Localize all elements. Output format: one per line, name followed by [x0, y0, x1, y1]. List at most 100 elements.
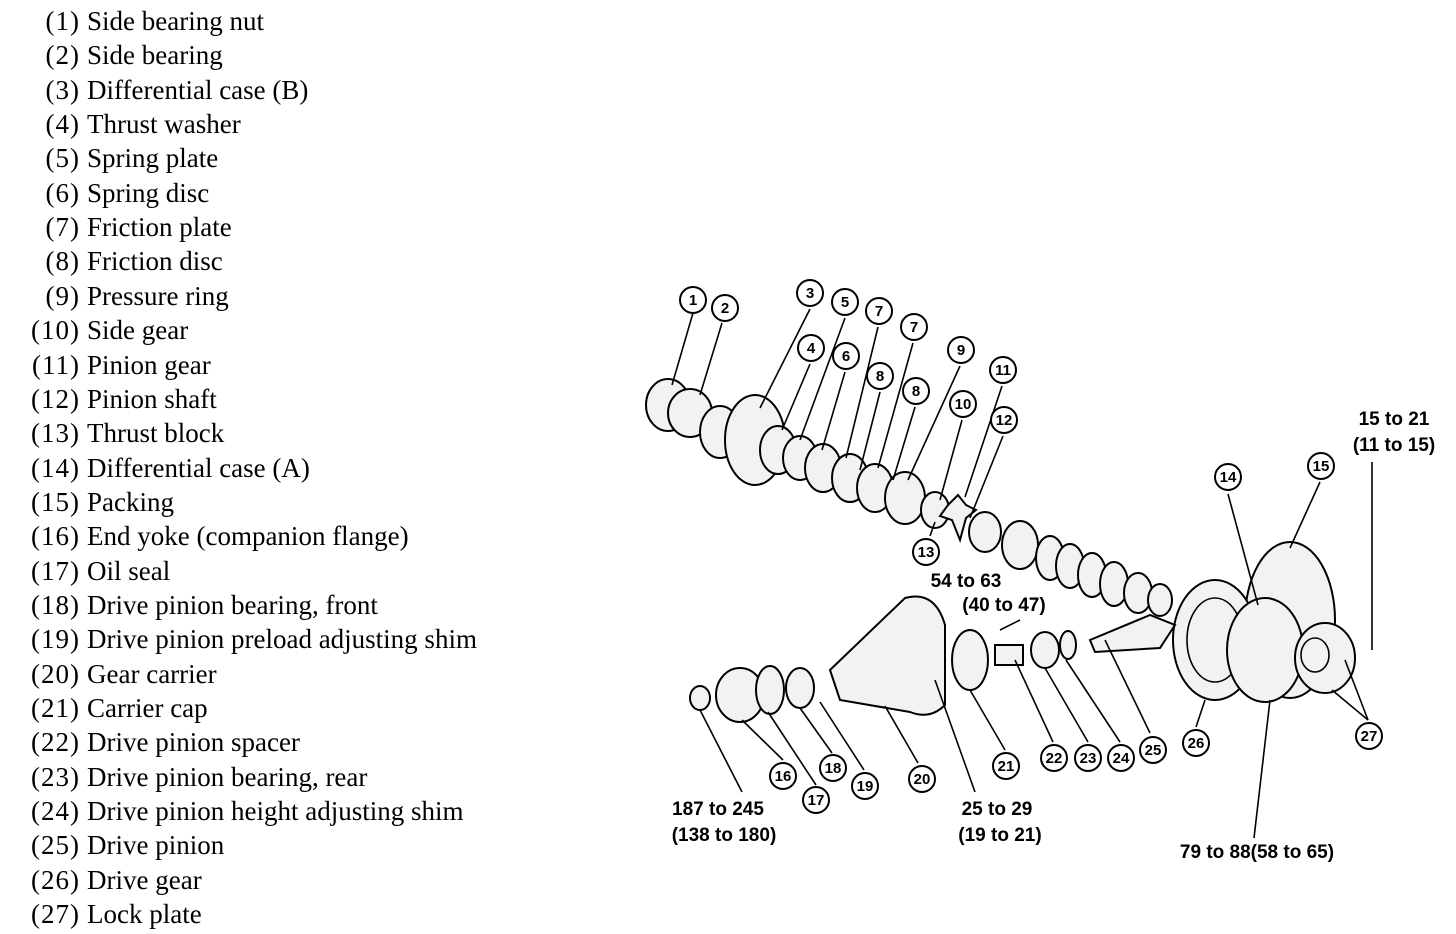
part-number: (14): [31, 452, 80, 483]
torque-pinion-nut-ftlb: (138 to 180): [672, 825, 777, 846]
callout-8a: 8: [866, 362, 894, 390]
svg-text:7: 7: [875, 303, 883, 320]
svg-text:27: 27: [1361, 728, 1378, 745]
part-name: Side gear: [87, 315, 189, 346]
callout-9: 9: [947, 336, 975, 364]
svg-text:7: 7: [910, 319, 918, 336]
svg-text:14: 14: [1220, 469, 1237, 486]
part-number: (7): [45, 212, 80, 243]
front-bearing-shape: [785, 667, 815, 709]
part-number: (5): [45, 143, 80, 174]
torque-cap-nm: 25 to 29: [962, 799, 1033, 820]
rear-bearing-shape: [1030, 631, 1060, 669]
part-name: Packing: [87, 486, 174, 517]
shim-shape: [1059, 630, 1077, 660]
callout-24: 24: [1107, 744, 1135, 772]
svg-text:5: 5: [841, 294, 849, 311]
svg-text:15: 15: [1313, 458, 1330, 475]
gear-carrier-shape: [828, 595, 946, 716]
callout-21: 21: [992, 752, 1020, 780]
callout-16: 16: [769, 762, 797, 790]
part-number: (12): [31, 383, 80, 414]
callout-7a: 7: [865, 297, 893, 325]
part-name: Pressure ring: [87, 280, 229, 311]
callout-markers: 1 2 3 4 5 6 7 7 8 8 9 10 11 12 13 14 15 …: [679, 279, 1383, 814]
part-name: Side bearing: [87, 40, 223, 71]
svg-text:9: 9: [957, 342, 965, 359]
pressure-ring-shape: [884, 471, 926, 525]
part-name: Thrust block: [87, 418, 225, 449]
torque-lockplate-ftlb: (11 to 15): [1353, 435, 1435, 456]
torque-specs: 15 to 21 (11 to 15) 54 to 63 (40 to 47) …: [672, 409, 1435, 863]
part-name: Drive pinion preload adjusting shim: [87, 624, 477, 655]
part-number: (22): [31, 727, 80, 758]
part-name: Side bearing nut: [87, 6, 264, 36]
svg-text:11: 11: [995, 362, 1011, 379]
part-name: Oil seal: [87, 555, 171, 586]
torque-caseb-nm: 54 to 63: [931, 571, 1002, 592]
part-number: (9): [45, 280, 80, 311]
part-number: (19): [31, 624, 80, 655]
torque-pinion-nut-nm: 187 to 245: [672, 799, 764, 820]
part-name: Drive pinion spacer: [87, 727, 300, 758]
part-name: Thrust washer: [87, 109, 241, 140]
callout-17: 17: [802, 786, 830, 814]
part-name: Drive gear: [87, 864, 202, 895]
part-number: (8): [45, 246, 80, 277]
part-number: (25): [31, 830, 80, 861]
part-name: Carrier cap: [87, 693, 208, 723]
part-number: (10): [31, 315, 80, 346]
callout-20: 20: [908, 765, 936, 793]
svg-text:2: 2: [721, 300, 729, 317]
part-name: Pinion gear: [87, 349, 211, 380]
part-number: (26): [31, 864, 80, 895]
part-number: (15): [31, 486, 80, 517]
callout-10: 10: [949, 390, 977, 418]
part-number: (24): [31, 796, 80, 827]
spacer-shape: [994, 644, 1024, 666]
svg-text:10: 10: [955, 396, 972, 413]
svg-text:25: 25: [1145, 742, 1162, 759]
callout-11: 11: [989, 356, 1017, 384]
callout-12: 12: [990, 406, 1018, 434]
callout-19: 19: [851, 772, 879, 800]
callout-4: 4: [797, 334, 825, 362]
part-name: Drive pinion height adjusting shim: [87, 796, 464, 827]
part-number: (16): [31, 521, 80, 552]
disc-5-shape: [1123, 572, 1153, 614]
callout-15: 15: [1307, 452, 1335, 480]
svg-text:22: 22: [1046, 750, 1063, 767]
svg-text:24: 24: [1113, 750, 1130, 767]
callout-6: 6: [832, 342, 860, 370]
part-number: (21): [31, 693, 80, 723]
part-number: (3): [45, 74, 80, 105]
thrust-block-shape: [968, 511, 1002, 553]
part-name: Friction plate: [87, 212, 232, 243]
svg-text:19: 19: [857, 778, 874, 795]
torque-caseb-ftlb: (40 to 47): [962, 595, 1045, 616]
svg-text:3: 3: [806, 285, 814, 302]
pinion-assembly: [689, 595, 1177, 723]
callout-7b: 7: [900, 313, 928, 341]
part-number: (2): [45, 40, 80, 71]
callout-14: 14: [1214, 463, 1242, 491]
disc-6-shape: [1147, 583, 1173, 617]
callout-27: 27: [1355, 722, 1383, 750]
part-name: End yoke (companion flange): [87, 521, 409, 552]
svg-text:20: 20: [914, 771, 931, 788]
oil-seal-shape: [755, 665, 785, 715]
svg-text:17: 17: [808, 792, 825, 809]
part-number: (20): [31, 658, 80, 689]
callout-22: 22: [1040, 744, 1068, 772]
callout-23: 23: [1074, 744, 1102, 772]
svg-text:12: 12: [996, 412, 1013, 429]
part-name: Differential case (B): [87, 74, 309, 105]
case-a-shape: [1226, 597, 1304, 703]
svg-text:4: 4: [807, 340, 816, 357]
case-a-hub-shape: [1001, 520, 1039, 570]
callout-2: 2: [711, 294, 739, 322]
svg-text:26: 26: [1188, 735, 1205, 752]
svg-text:8: 8: [912, 383, 920, 400]
ring-gear-assembly: [1172, 541, 1356, 703]
